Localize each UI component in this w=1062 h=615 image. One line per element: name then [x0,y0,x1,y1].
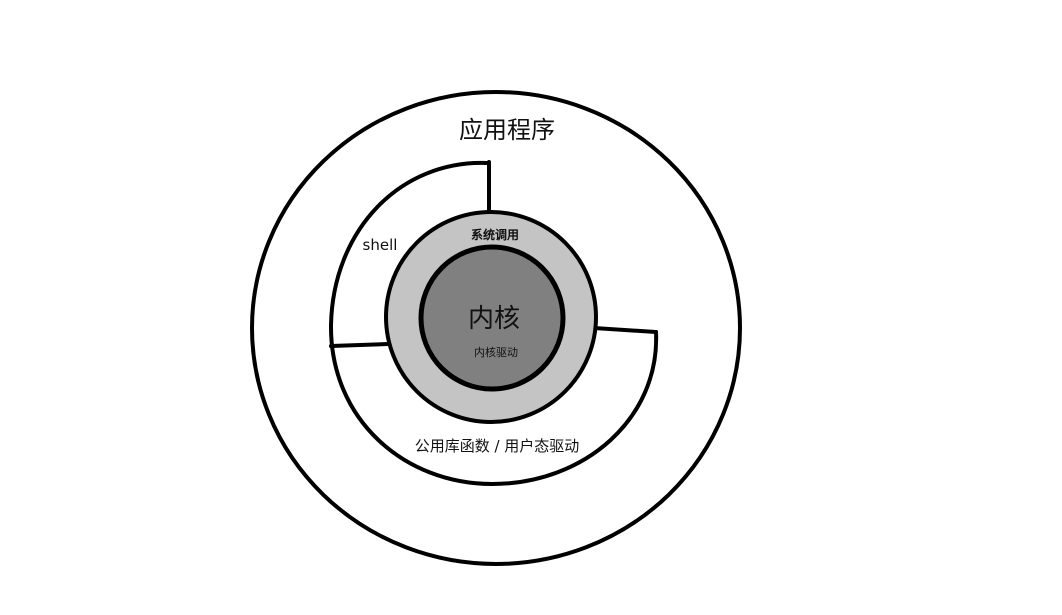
application-label: 应用程序 [459,116,555,144]
kernel-driver-label: 内核驱动 [474,345,518,359]
middle-layer-ring [328,160,659,487]
library-label: 公用库函数 / 用户态驱动 [415,437,580,455]
library-right-divider [592,326,658,334]
kernel-label: 内核 [468,304,520,334]
shell-label: shell [363,236,398,254]
kernel-core [418,244,566,392]
shell-bottom-divider [329,342,390,348]
syscall-label: 系统调用 [471,227,519,242]
